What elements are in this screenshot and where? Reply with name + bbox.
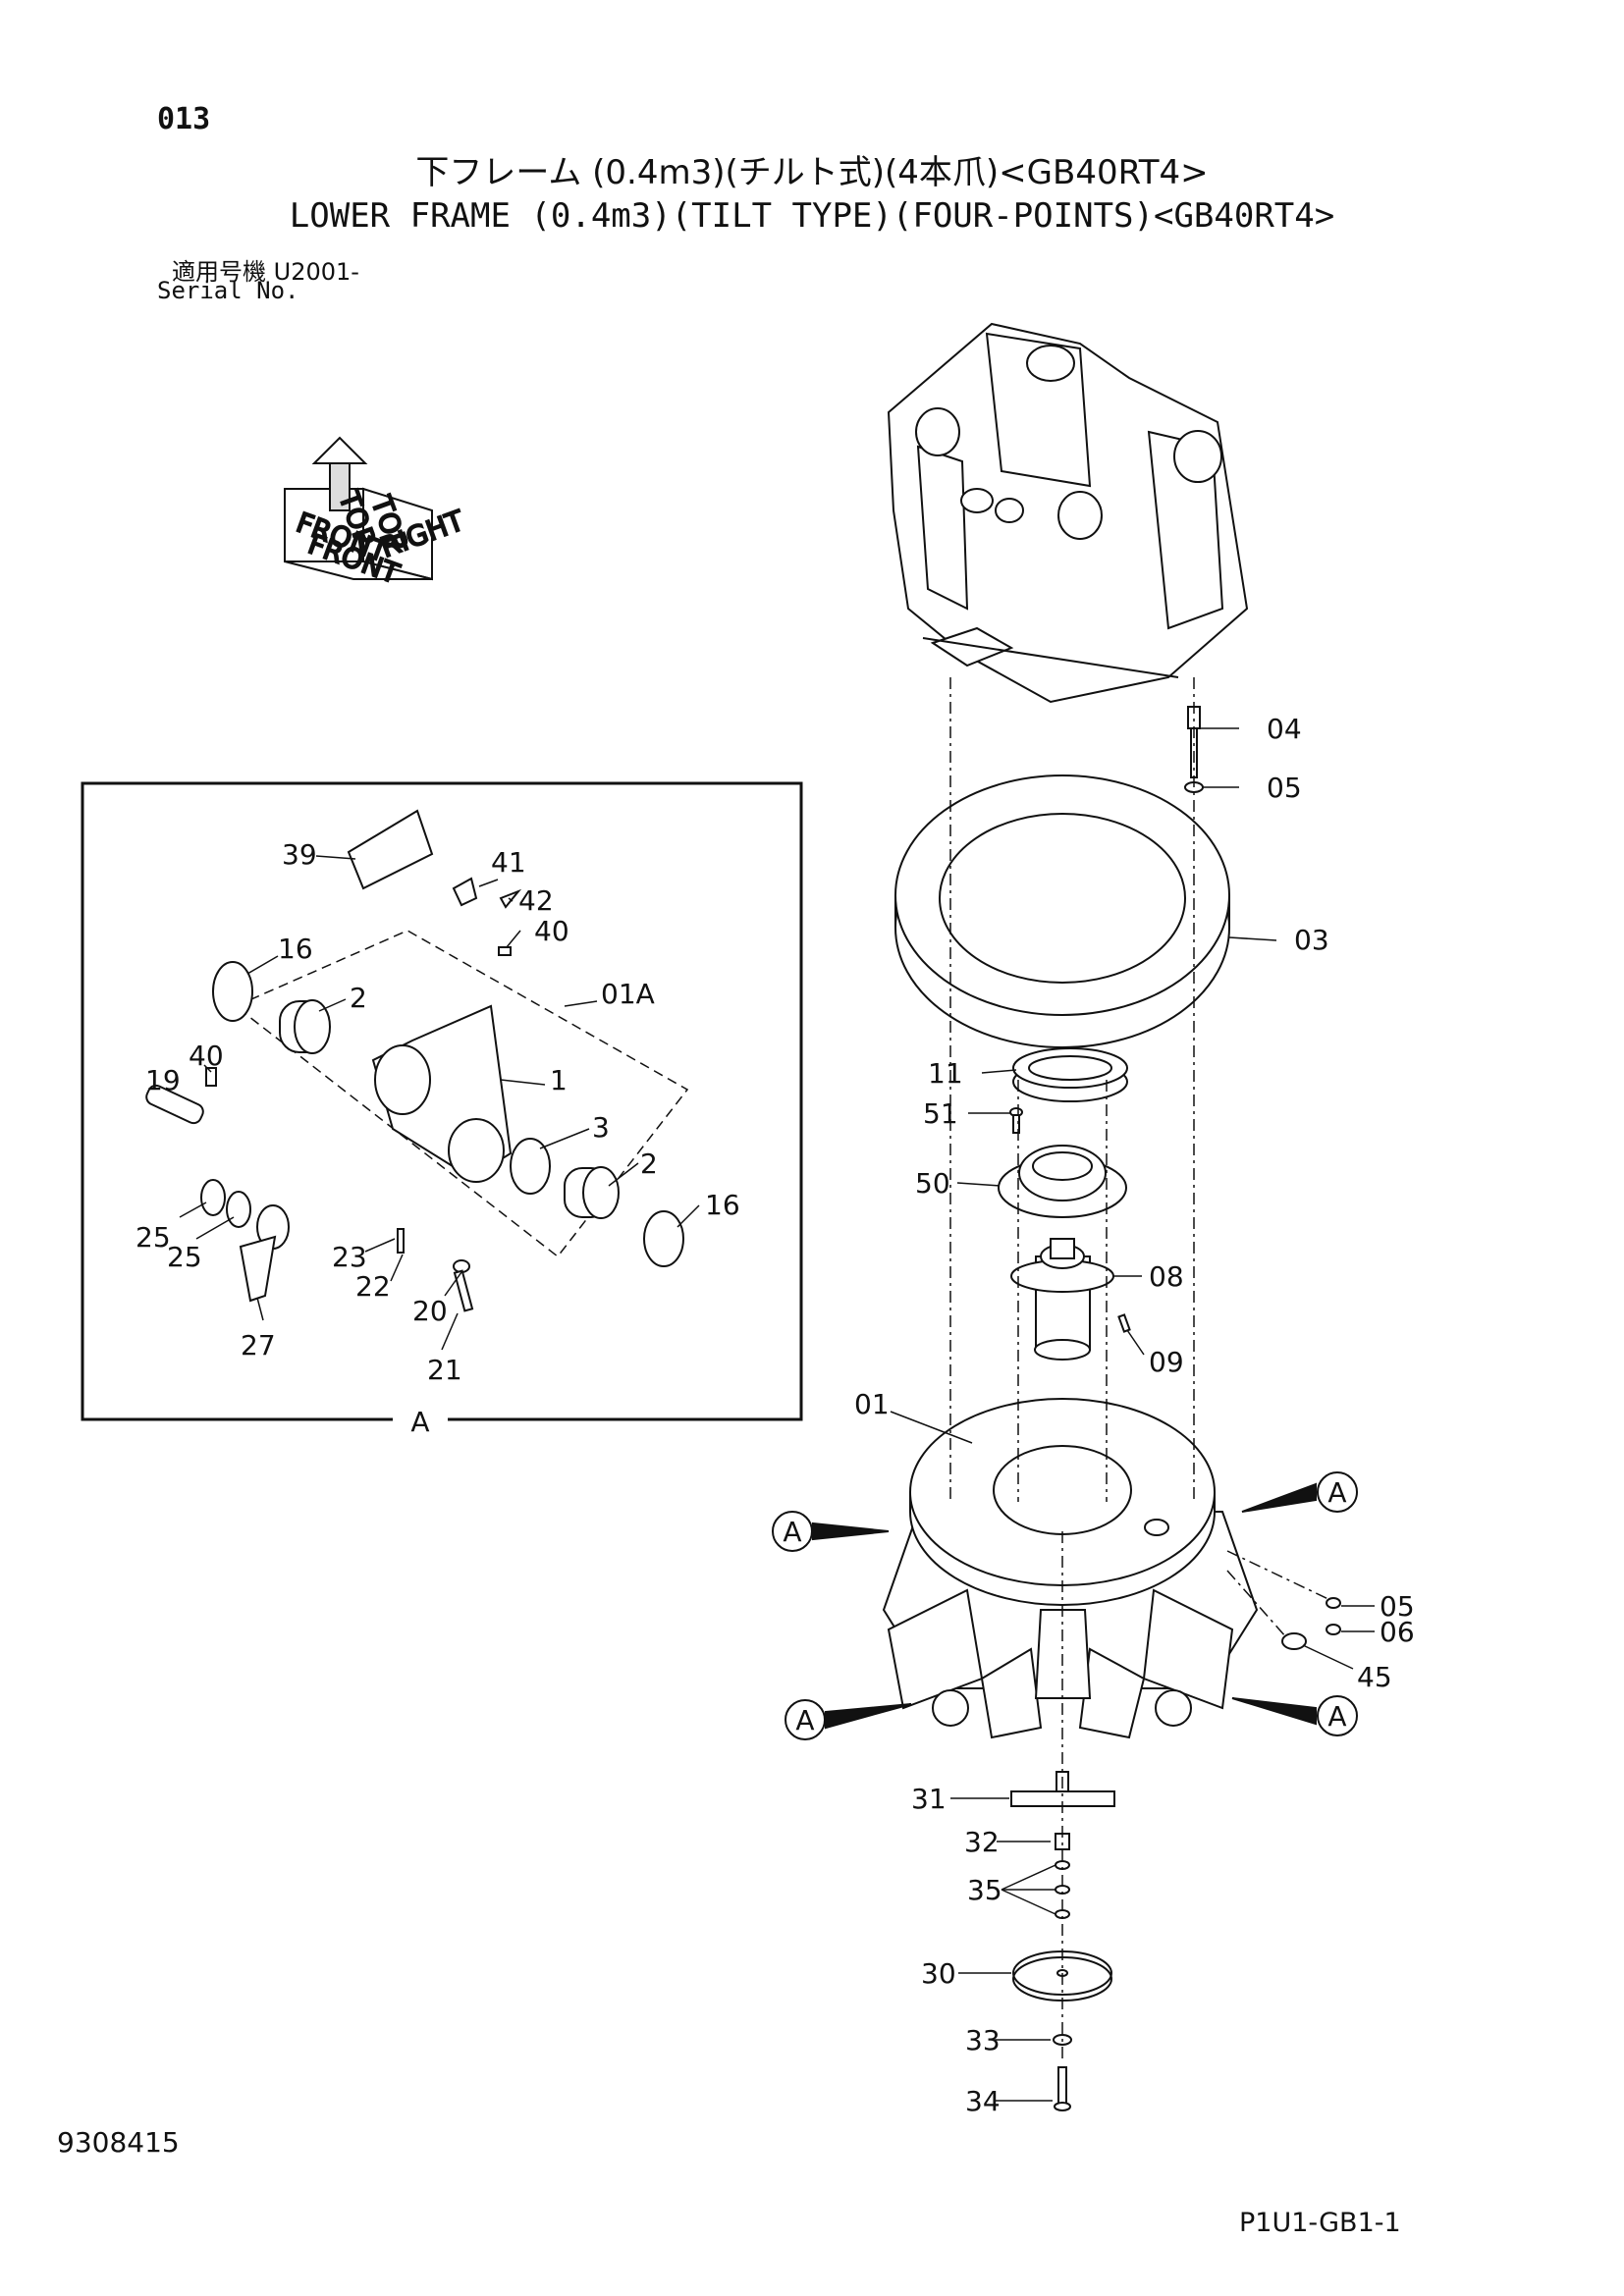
- bolt-09: [1117, 1313, 1131, 1333]
- serial-label-english: Serial No.: [157, 277, 299, 304]
- main-callouts: 04 05 03 11 51 50 08 09 01 05 06 45 31 3…: [854, 713, 1415, 2117]
- section-marker-a-4: A: [1327, 1700, 1346, 1733]
- callout-04: 04: [1267, 713, 1302, 745]
- callout-40b: 40: [189, 1040, 224, 1072]
- main-leaders: [890, 727, 1375, 2102]
- callout-51: 51: [923, 1097, 958, 1130]
- callout-50: 50: [915, 1167, 950, 1200]
- callout-27: 27: [241, 1329, 276, 1362]
- callout-34: 34: [965, 2085, 1001, 2117]
- page-number: 013: [157, 102, 211, 136]
- callout-16: 16: [278, 933, 313, 965]
- callout-11: 11: [928, 1057, 963, 1090]
- callout-2b: 2: [640, 1148, 658, 1180]
- bolt-34: [1054, 2066, 1071, 2111]
- section-marker-a-3: A: [795, 1704, 814, 1736]
- callout-1: 1: [550, 1064, 568, 1096]
- cap-45: [1281, 1632, 1307, 1650]
- orientation-icon: FRONT TOP TOP RIGHT FRONT: [284, 436, 470, 592]
- callout-09: 09: [1149, 1346, 1184, 1378]
- callout-40: 40: [534, 915, 569, 947]
- bolt-51: [1009, 1107, 1023, 1134]
- callout-39: 39: [282, 838, 317, 871]
- document-number: 9308415: [57, 2126, 180, 2159]
- callout-20: 20: [412, 1295, 448, 1327]
- detail-view-label: A: [410, 1406, 429, 1438]
- detail-view-a: A: [81, 781, 803, 1438]
- callout-30: 30: [921, 1957, 956, 1990]
- slewing-ring-03: [894, 774, 1230, 1048]
- callout-35: 35: [967, 1874, 1002, 1906]
- callout-41: 41: [491, 846, 526, 879]
- lower-frame-01: [882, 1398, 1259, 1739]
- serial-label-japanese: 適用号機 U2001-: [172, 258, 359, 286]
- title-english: LOWER FRAME (0.4m3)(TILT TYPE)(FOUR-POIN…: [289, 196, 1335, 236]
- callout-2: 2: [350, 982, 367, 1014]
- section-marker-a-1: A: [783, 1516, 801, 1548]
- washer-05-nut-06: [1326, 1597, 1341, 1635]
- callout-45: 45: [1357, 1661, 1392, 1693]
- section-marker-a-2: A: [1327, 1476, 1346, 1509]
- swivel-joint-08: [1010, 1238, 1114, 1361]
- callout-08: 08: [1149, 1260, 1184, 1293]
- flange-50: [998, 1145, 1127, 1218]
- callout-16b: 16: [705, 1189, 740, 1221]
- callout-32: 32: [964, 1826, 1000, 1858]
- callout-01: 01: [854, 1388, 890, 1420]
- callout-25: 25: [135, 1221, 171, 1254]
- callout-33: 33: [965, 2024, 1001, 2056]
- callout-25b: 25: [167, 1241, 202, 1273]
- callout-23: 23: [332, 1241, 367, 1273]
- callout-21: 21: [427, 1354, 462, 1386]
- assembly-centerlines: [949, 677, 1331, 2061]
- detail-leaders: [179, 855, 700, 1351]
- callout-3: 3: [592, 1111, 610, 1144]
- detail-callouts: 39 41 42 40 16 2 01A 40 19 1 3 2 16 25 2…: [135, 838, 740, 1386]
- sheet-code: P1U1-GB1-1: [1239, 2208, 1401, 2238]
- callout-31: 31: [911, 1783, 947, 1815]
- callout-42: 42: [518, 884, 554, 917]
- callout-22: 22: [355, 1270, 391, 1303]
- callout-06: 06: [1380, 1616, 1415, 1648]
- callout-01a: 01A: [601, 978, 655, 1010]
- callout-19: 19: [145, 1064, 181, 1096]
- callout-05b: 05: [1380, 1590, 1415, 1623]
- callout-05: 05: [1267, 772, 1302, 804]
- upper-bracket: [887, 322, 1249, 704]
- callout-03: 03: [1294, 924, 1329, 956]
- section-markers: [772, 1471, 1358, 1740]
- title-japanese: 下フレーム (0.4m3)(チルト式)(4本爪)<GB40RT4>: [415, 153, 1209, 192]
- seal-11: [1012, 1047, 1128, 1102]
